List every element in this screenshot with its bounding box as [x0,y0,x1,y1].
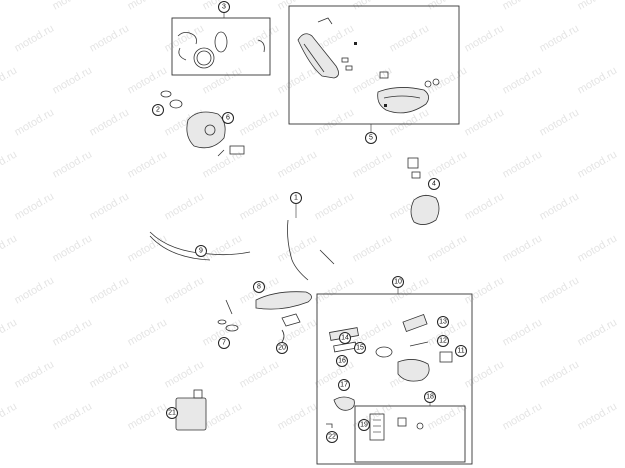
callout-label: 3 [222,4,226,11]
bolt-part-22 [326,423,333,428]
callout-label: 15 [356,345,364,352]
callout-label: 14 [341,335,349,342]
callout-label: 22 [328,434,336,441]
callout-label: 16 [338,358,346,365]
small-parts-7 [217,299,239,332]
callout-label: 9 [199,248,203,255]
hose-part-20 [281,329,285,343]
kit-box-18 [354,405,466,463]
callout-12: 12 [437,335,449,347]
callout-label: 6 [226,115,230,122]
callout-7: 7 [218,337,230,349]
callout-20: 20 [276,342,288,354]
callout-label: 7 [222,340,226,347]
callout-15: 15 [354,342,366,354]
callout-label: 20 [278,345,286,352]
callout-2: 2 [152,104,164,116]
callout-14: 14 [339,332,351,344]
cable-part-1 [287,204,335,281]
callout-label: 2 [156,107,160,114]
callout-4: 4 [428,178,440,190]
callout-17: 17 [338,379,350,391]
callout-label: 19 [360,422,368,429]
kit-contents-18 [369,413,424,441]
callout-label: 1 [294,195,298,202]
callout-9: 9 [195,245,207,257]
lever-part-8 [255,291,312,327]
callout-18: 18 [424,391,436,403]
callout-6: 6 [222,112,234,124]
kit-box-3 [171,17,271,76]
washers-part-2 [160,90,183,109]
callout-1: 1 [290,192,302,204]
callout-label: 12 [439,338,447,345]
callout-19: 19 [358,419,370,431]
kit-box-10 [316,293,473,465]
handlebar-part-9 [149,231,251,261]
brake-assembly-10 [329,314,453,382]
callout-5: 5 [365,132,377,144]
fluid-bottle-part-21 [175,389,207,431]
callout-label: 10 [394,279,402,286]
kit-box-5 [288,5,460,125]
callout-label: 5 [369,135,373,142]
callout-16: 16 [336,355,348,367]
callout-3: 3 [218,1,230,13]
master-cylinder-part-4 [407,157,440,225]
callout-11: 11 [455,345,467,357]
callout-label: 21 [168,410,176,417]
callout-10: 10 [392,276,404,288]
handguard-assembly [297,17,440,114]
fitting-part-17 [333,396,355,411]
gasket-set [177,31,265,69]
callout-21: 21 [166,407,178,419]
callout-label: 11 [457,348,464,355]
callout-8: 8 [253,281,265,293]
callout-22: 22 [326,431,338,443]
callout-label: 13 [439,319,447,326]
callout-label: 8 [257,284,261,291]
switch-housing-part-6 [186,111,245,157]
callout-13: 13 [437,316,449,328]
callout-label: 4 [432,181,436,188]
callout-label: 17 [340,382,348,389]
callout-label: 18 [426,394,434,401]
